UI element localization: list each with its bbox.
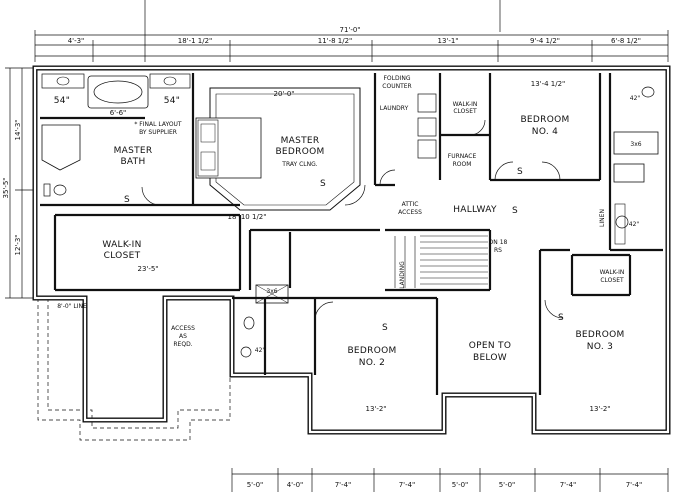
bottom-dim-5: 5'-0" [452, 481, 469, 489]
right-bath-fixtures [613, 86, 659, 245]
toilet-icon [43, 183, 67, 197]
tub-size-label: 6'-6" [110, 109, 127, 117]
hall-bath-fixtures [240, 284, 289, 358]
overall-top-dim: 71'-0" [339, 26, 360, 34]
laundry-label: LAUNDRY [380, 105, 409, 112]
bottom-dim-1: 5'-0" [247, 481, 264, 489]
master-shower-icon [41, 124, 81, 171]
tray-ceiling [209, 87, 361, 211]
bottom-dim-2: 4'-0" [287, 481, 304, 489]
stairs [394, 235, 488, 288]
top-dim-5: 9'-4 1/2" [530, 37, 560, 45]
smoke-detector-marker: S [320, 179, 326, 189]
fixture-labels: 6'-6" 54" 54" 3x6 3x6 42" 42" 42" [54, 95, 642, 354]
top-dim-3: 11'-8 1/2" [318, 37, 353, 45]
bottom-dim-7: 7'-4" [560, 481, 577, 489]
bottom-dim-4: 7'-4" [399, 481, 416, 489]
vanity-right-icon [149, 73, 191, 89]
bottom-dimensions: 5'-0" 4'-0" 7'-4" 7'-4" 5'-0" 5'-0" 7'-4… [231, 468, 669, 492]
top-dimensions: 71'-0" 4'-3" 18'-1 1/2" 11'-8 1/2" 13'-1… [34, 0, 669, 62]
walk-in-closet-dim: 23'-5" [137, 265, 158, 273]
master-bedroom-height: 18'-10 1/2" [228, 213, 267, 221]
hallway-label: HALLWAY [453, 205, 497, 215]
dashed-outlines [37, 298, 231, 441]
door-swings [141, 119, 564, 321]
tray-ceiling-note: TRAY CLNG. [281, 161, 317, 168]
linen-label: LINEN [599, 209, 606, 227]
top-dim-2: 18'-1 1/2" [178, 37, 213, 45]
smoke-detector-marker: S [558, 313, 564, 323]
smoke-detector-marker: S [382, 323, 388, 333]
top-dim-1: 4'-3" [68, 37, 85, 45]
bed-icon [195, 117, 262, 179]
top-dim-4: 13'-1" [437, 37, 458, 45]
hall-bath-42-label: 42" [255, 347, 266, 354]
smoke-detector-marker: S [517, 167, 523, 177]
left-overall-dim: 35'-5" [2, 177, 10, 198]
bedroom-4-dim: 13'-4 1/2" [531, 80, 566, 88]
left-dim-1: 14'-3" [14, 119, 22, 140]
left-dim-2: 12'-3" [14, 234, 22, 255]
top-dim-6: 6'-8 1/2" [611, 37, 641, 45]
laundry-appliances [417, 93, 437, 159]
hall-shower-label: 3x6 [266, 288, 277, 295]
left-dimensions: 35'-5" 14'-3" 12'-3" [2, 67, 35, 299]
landing-label: LANDING [399, 261, 406, 289]
vanity-right-label: 54" [164, 96, 181, 106]
bedroom-3-dim: 13'-2" [589, 405, 610, 413]
right-shower-label: 3x6 [630, 141, 641, 148]
smoke-detector-marker: S [512, 206, 518, 216]
bottom-dim-6: 5'-0" [499, 481, 516, 489]
vanity-left-label: 54" [54, 96, 71, 106]
smoke-detector-marker: S [124, 195, 130, 205]
eight-foot-line-note: 8'-0" LINE [57, 303, 87, 310]
master-tub-icon [87, 75, 149, 109]
lower-bath-42-label: 42" [629, 221, 640, 228]
bottom-dim-8: 7'-4" [626, 481, 643, 489]
right-bath-42-label: 42" [630, 95, 641, 102]
bedroom-2-dim: 13'-2" [365, 405, 386, 413]
master-bedroom-dim: 20'-0" [273, 90, 294, 98]
interior-walls [40, 73, 663, 395]
bottom-dim-3: 7'-4" [335, 481, 352, 489]
smoke-detector-markers: S S S S S S [124, 167, 564, 333]
vanity-left-icon [41, 73, 85, 89]
exterior-walls [32, 65, 671, 435]
